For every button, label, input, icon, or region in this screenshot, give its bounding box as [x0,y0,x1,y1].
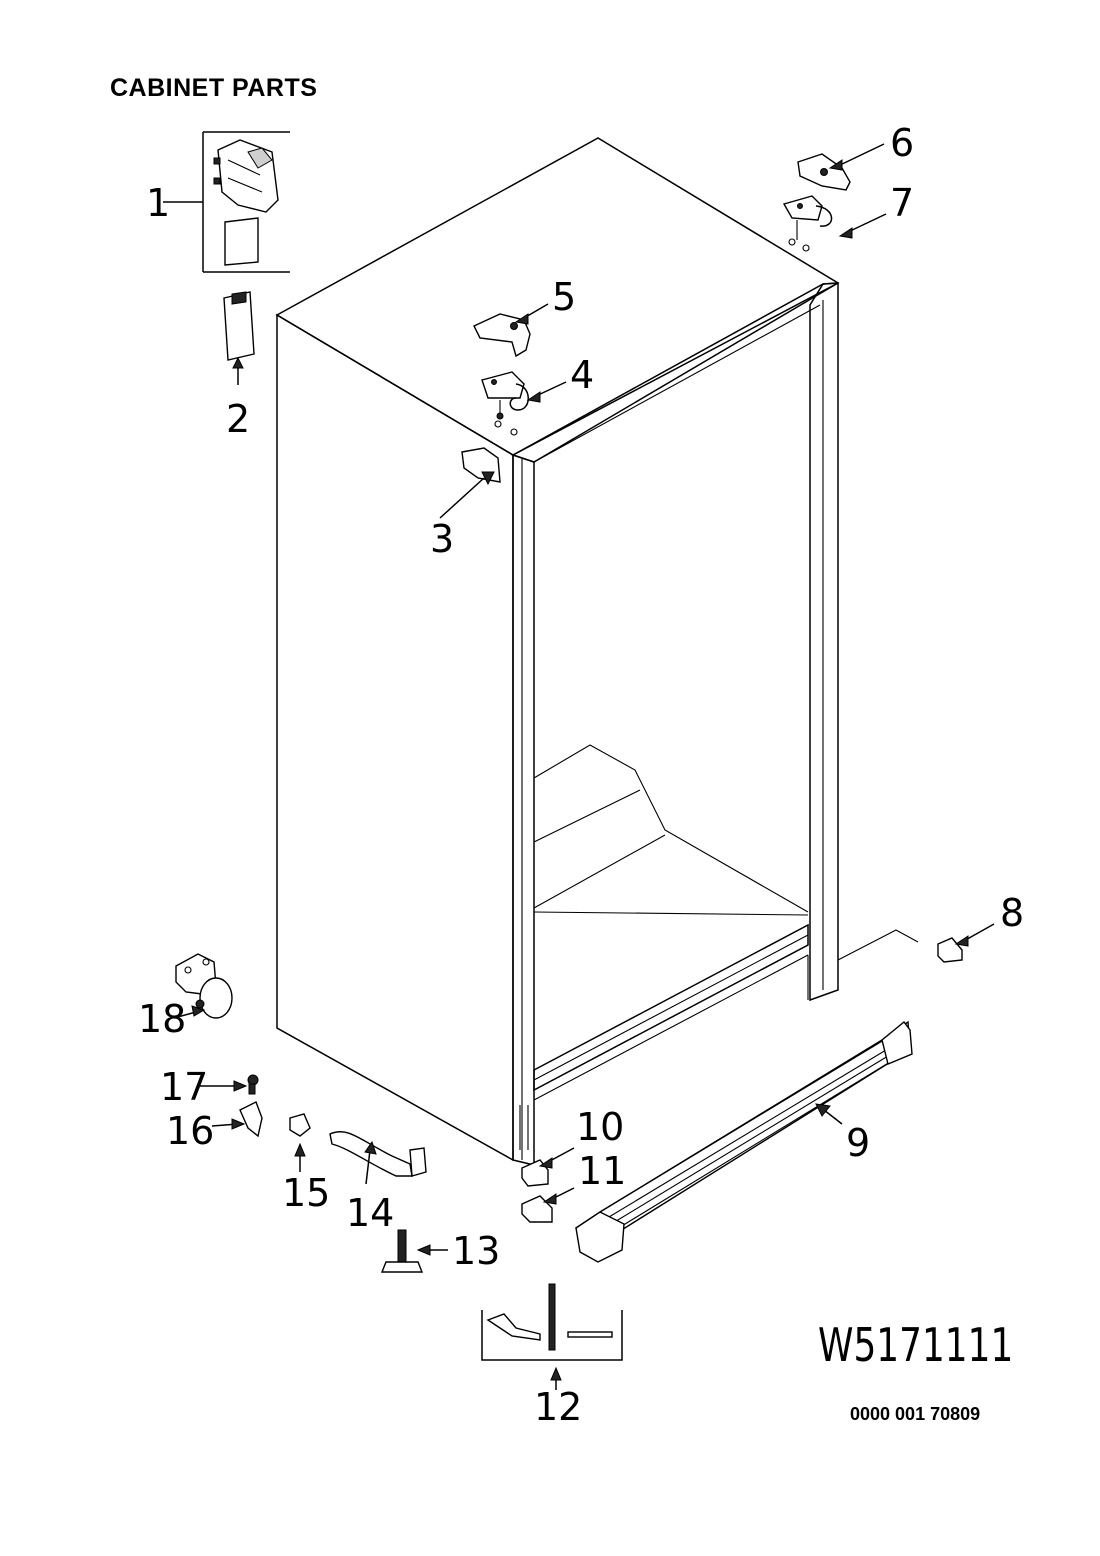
part-9-base-grille [575,1020,913,1263]
part-14-drain-tube [329,1131,427,1185]
callout-9: 9 [846,1121,870,1165]
callout-13: 13 [452,1229,500,1273]
part-15-cap [289,1113,311,1172]
part-18-caster [173,953,233,1019]
part-13-leveling-leg [380,1229,448,1273]
callout-10: 10 [576,1105,624,1149]
callout-16: 16 [166,1109,214,1153]
part-3-handle [439,447,501,519]
part-10-bracket [521,1147,575,1187]
part-8-clip [837,923,995,963]
model-number: W5171111 [818,1318,1014,1372]
callout-labels: 1 2 3 4 5 6 7 8 9 10 11 12 13 14 15 16 1… [138,121,1024,1429]
callout-7: 7 [890,181,914,225]
part-12-kit [481,1283,623,1390]
callout-5: 5 [552,275,576,319]
callout-18: 18 [138,997,186,1041]
part-5-hinge-cover [473,303,549,358]
callout-4: 4 [570,353,594,397]
callout-6: 6 [890,121,914,165]
part-1-control-housing [163,131,290,273]
callout-2: 2 [226,397,250,441]
callout-11: 11 [578,1149,626,1193]
callout-14: 14 [346,1191,394,1235]
part-6-hinge-cover [797,143,885,191]
callout-12: 12 [534,1385,582,1429]
document-number: 0000 001 70809 [850,1404,981,1424]
part-17-screw [200,1074,259,1095]
callout-15: 15 [282,1171,330,1215]
part-11-bracket [521,1187,575,1223]
callout-8: 8 [1000,891,1024,935]
part-4-hinge [481,371,567,420]
page-title: CABINET PARTS [110,74,318,102]
callout-3: 3 [430,517,454,561]
part-7-hinge [782,195,887,240]
callout-1: 1 [146,181,170,225]
callout-17: 17 [160,1065,208,1109]
part-16-clip [211,1101,263,1138]
part-2-cover [223,291,255,385]
